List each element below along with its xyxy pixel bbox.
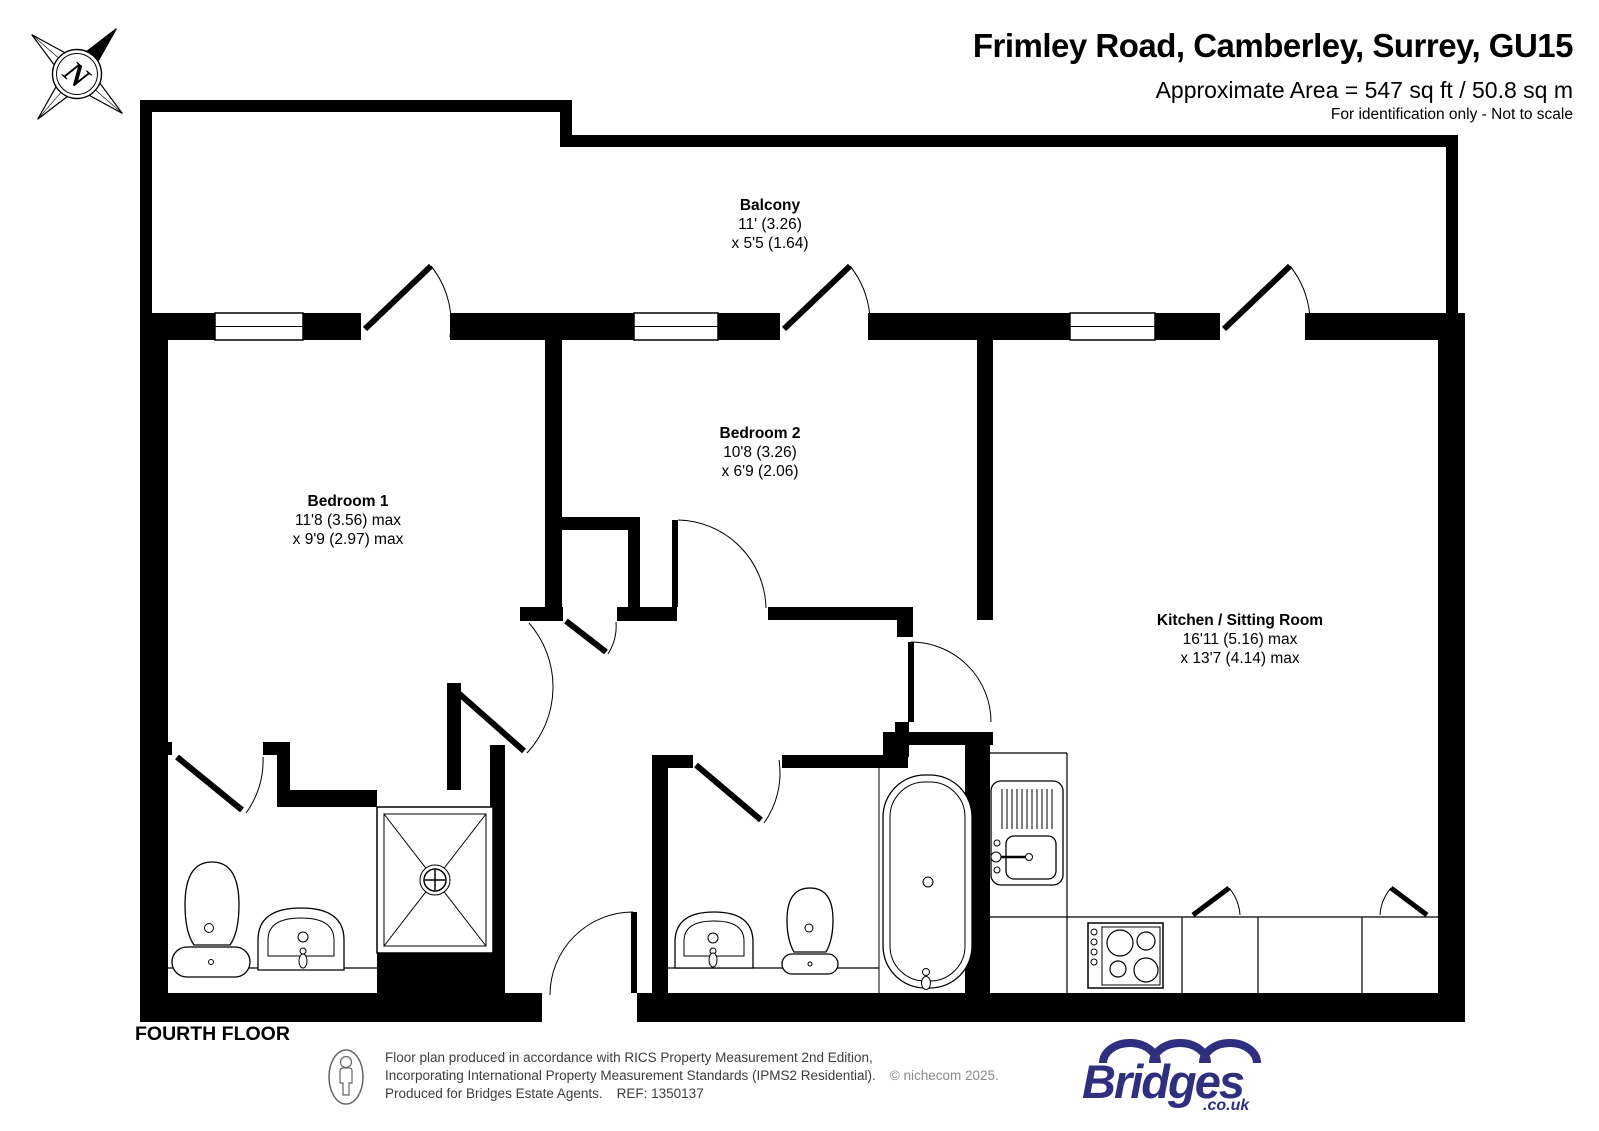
toilet-icon: [781, 887, 839, 975]
room-label-balcony: Balcony 11' (3.26) x 5'5 (1.64): [731, 196, 808, 253]
compass-rose: N: [31, 28, 123, 120]
balcony-door-1: [362, 263, 452, 338]
balcony-door-3: [1221, 263, 1311, 338]
window-kitchen: [1069, 312, 1156, 341]
room-dim: x 6'9 (2.06): [721, 463, 799, 480]
room-label-bedroom2: Bedroom 2 10'8 (3.26) x 6'9 (2.06): [720, 424, 801, 481]
copyright-text: © nichecom 2025.: [889, 1068, 999, 1083]
room-dim: 16'11 (5.16) max: [1182, 631, 1298, 648]
counter-lines: [987, 752, 1438, 993]
room-dim: 10'8 (3.26): [723, 444, 797, 461]
bedroom2-door: [672, 519, 767, 609]
room-name: Balcony: [739, 197, 801, 214]
ensuite-fixtures: [168, 806, 494, 978]
toilet-icon: [171, 861, 251, 978]
bridges-logo: Bridges .co.uk: [1082, 1039, 1261, 1114]
room-label-kitchen: Kitchen / Sitting Room 16'11 (5.16) max …: [1157, 611, 1323, 668]
footer-line-2: Incorporating International Property Mea…: [385, 1067, 999, 1085]
bathroom2-fixtures: [668, 768, 973, 993]
windows: [214, 312, 1156, 341]
footer-disclaimer: Floor plan produced in accordance with R…: [385, 1049, 999, 1103]
balcony-door-2: [781, 263, 871, 338]
ensuite-door: [175, 754, 264, 814]
page-title: Frimley Road, Camberley, Surrey, GU15: [972, 27, 1574, 64]
unit-door-swing-left: [1191, 886, 1241, 917]
room-dim: x 9'9 (2.97) max: [292, 531, 404, 548]
bridges-logo-suffix: .co.uk: [1203, 1097, 1250, 1114]
floor-label: FOURTH FLOOR: [135, 1023, 290, 1045]
reference-number: REF: 1350137: [616, 1086, 704, 1101]
bathtub-icon: [882, 774, 973, 990]
room-name: Bedroom 2: [719, 425, 801, 442]
person-icon: [328, 1049, 364, 1105]
room-dim: x 5'5 (1.64): [731, 235, 809, 252]
kitchen-door: [908, 641, 992, 723]
bridges-logo-text: Bridges: [1082, 1055, 1244, 1108]
room-name: Bedroom 1: [307, 493, 389, 510]
sink-icon: [674, 911, 754, 969]
footer-line-1: Floor plan produced in accordance with R…: [385, 1050, 873, 1065]
doors: [175, 263, 1311, 996]
cupboard-door: [564, 618, 617, 655]
walls: [140, 100, 1465, 1022]
shower: [376, 806, 494, 954]
room-label-bedroom1: Bedroom 1 11'8 (3.56) max x 9'9 (2.97) m…: [293, 492, 404, 549]
scale-disclaimer: For identification only - Not to scale: [1330, 106, 1573, 123]
footer-line-3: Produced for Bridges Estate Agents. REF: …: [385, 1085, 999, 1103]
room-dim: 11' (3.26): [738, 216, 802, 233]
bathroom-door: [694, 759, 781, 824]
hob-icon: [1087, 922, 1164, 989]
bedroom1-door: [453, 622, 554, 754]
room-dim: x 13'7 (4.14) max: [1180, 650, 1300, 667]
approximate-area: Approximate Area = 547 sq ft / 50.8 sq m: [1155, 77, 1573, 103]
kitchen-fixtures: [987, 752, 1438, 993]
entrance-door: [549, 911, 637, 996]
kitchen-sink-icon: [990, 780, 1064, 886]
footer-line-2-text: Incorporating International Property Mea…: [385, 1068, 876, 1083]
sink-icon: [257, 907, 345, 971]
footer-line-3-text: Produced for Bridges Estate Agents.: [385, 1086, 603, 1101]
room-dim: 11'8 (3.56) max: [294, 512, 402, 529]
window-bedroom2: [633, 312, 719, 341]
room-name: Kitchen / Sitting Room: [1156, 612, 1324, 629]
bridges-arches: [1099, 1039, 1261, 1064]
window-bedroom1: [214, 312, 304, 341]
unit-door-swing-right: [1379, 886, 1429, 917]
